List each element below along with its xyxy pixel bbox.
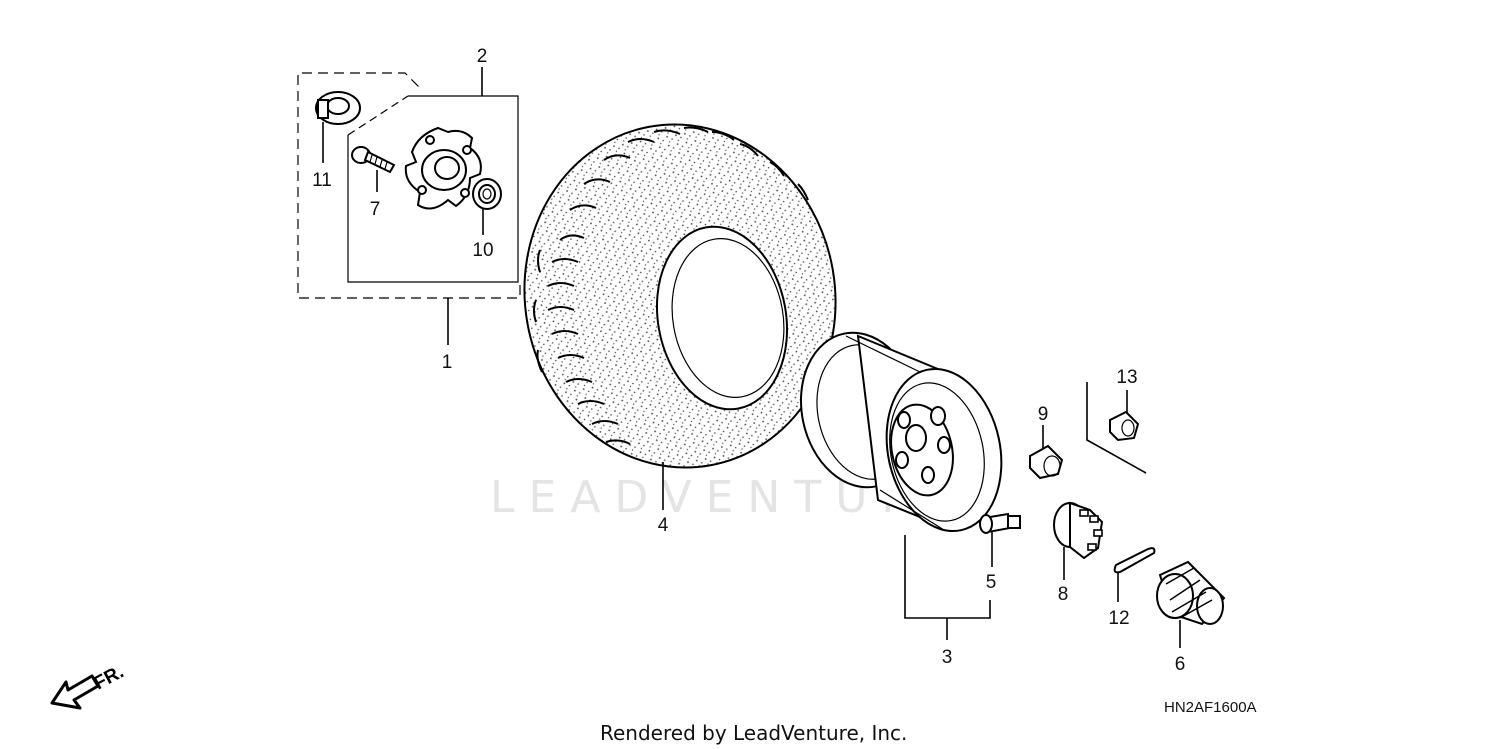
bearing-part-10[interactable]: [472, 178, 502, 235]
callout-8[interactable]: 8: [1058, 584, 1069, 605]
callout-1[interactable]: 1: [442, 352, 453, 373]
assembly-2-frame: [347, 67, 519, 345]
tire-part-4[interactable]: [497, 100, 862, 510]
front-arrow-icon: [50, 674, 100, 710]
bolt-part-7[interactable]: [351, 146, 396, 192]
credit-text: Rendered by LeadVenture, Inc.: [600, 721, 907, 745]
collar-part-11[interactable]: [315, 91, 361, 163]
callout-7[interactable]: 7: [370, 199, 381, 220]
callout-13[interactable]: 13: [1116, 367, 1137, 388]
callout-10[interactable]: 10: [472, 240, 493, 261]
callout-3[interactable]: 3: [942, 647, 953, 668]
callout-2[interactable]: 2: [477, 46, 488, 67]
nut-part-9[interactable]: [1029, 425, 1064, 480]
callout-12[interactable]: 12: [1108, 608, 1129, 629]
callout-9[interactable]: 9: [1038, 404, 1049, 425]
valve-part-5[interactable]: [979, 512, 1021, 567]
drawing-code: HN2AF1600A: [1164, 699, 1257, 716]
callout-5[interactable]: 5: [986, 572, 997, 593]
cap-part-6[interactable]: [1156, 560, 1226, 648]
callout-6[interactable]: 6: [1175, 654, 1186, 675]
hub-flange[interactable]: [404, 126, 482, 210]
castle-nut-part-8[interactable]: [1053, 501, 1104, 580]
front-label: FR.: [90, 662, 127, 695]
callout-11[interactable]: 11: [312, 170, 332, 191]
nut-part-13[interactable]: [1086, 382, 1147, 474]
wheel-rim-part-3[interactable]: [787, 322, 1016, 640]
callout-4[interactable]: 4: [658, 515, 669, 536]
cotter-pin-part-12[interactable]: [1113, 547, 1156, 602]
